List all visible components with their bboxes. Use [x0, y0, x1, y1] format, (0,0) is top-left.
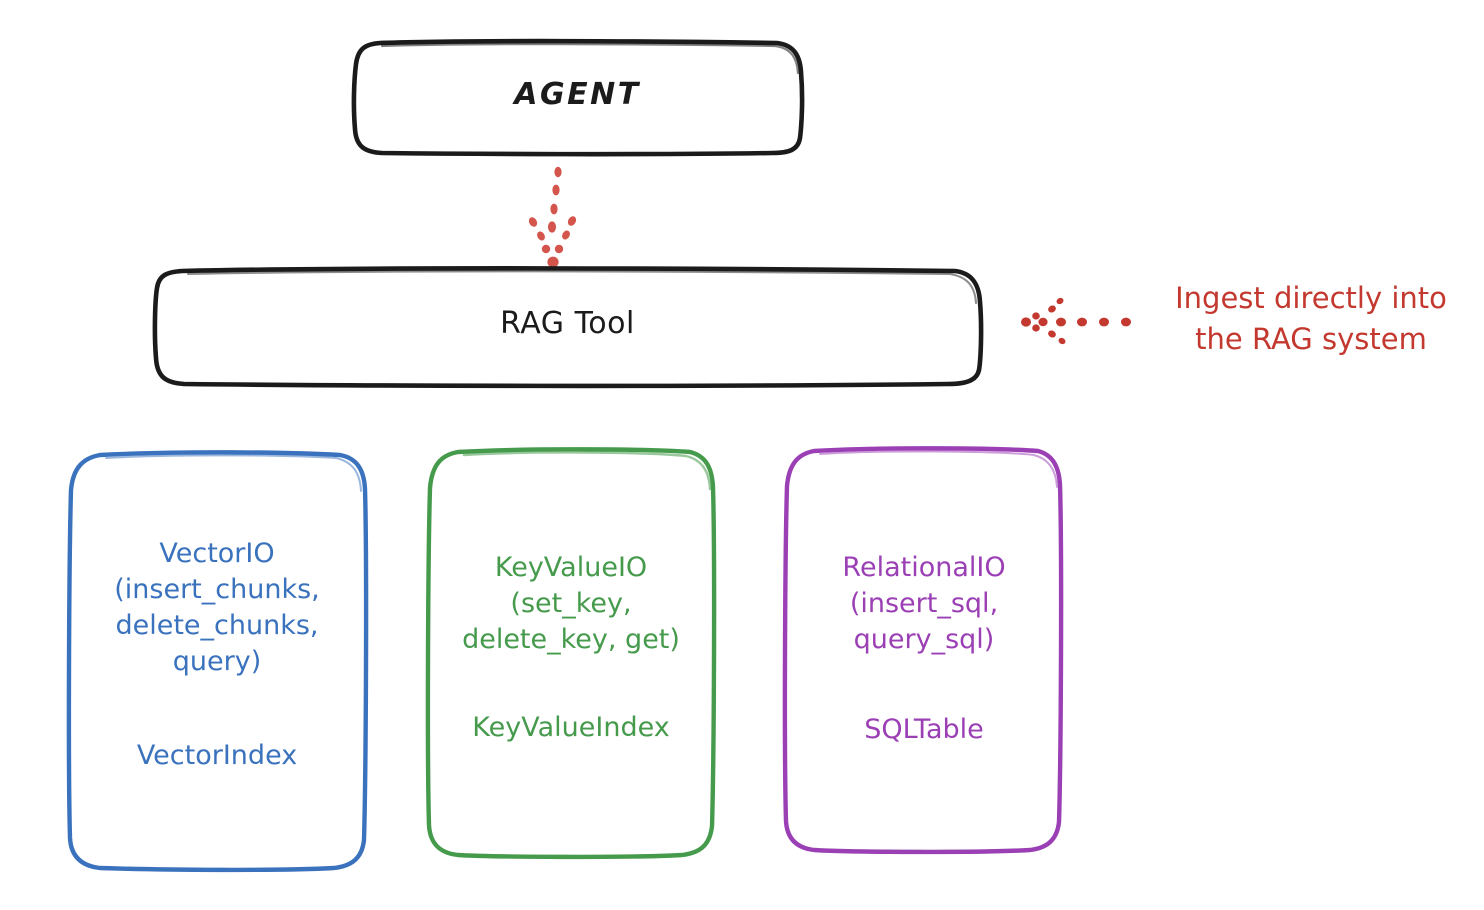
vectorio-box-outline [66, 450, 369, 873]
vectorio-box-sketch-overstroke [105, 454, 362, 492]
relationalio-box-outline [782, 446, 1064, 855]
agent-node[interactable] [351, 38, 805, 157]
keyvalueio-node[interactable] [425, 447, 717, 860]
vectorio-node[interactable] [66, 450, 369, 873]
keyvalueio-box-sketch-overstroke [462, 451, 712, 491]
ingest-arrow [1021, 297, 1131, 345]
agent-box-outline [351, 38, 805, 157]
relationalio-box-sketch-overstroke [819, 450, 1058, 488]
rag-tool-box-outline [152, 266, 984, 389]
keyvalueio-box-outline [425, 447, 717, 860]
relationalio-node[interactable] [782, 446, 1064, 855]
agent-box-sketch-overstroke [380, 43, 800, 75]
rag-tool-box-sketch-overstroke [186, 270, 978, 305]
agent-to-rag-arrow [528, 166, 577, 268]
rag-tool-node[interactable] [152, 266, 984, 389]
